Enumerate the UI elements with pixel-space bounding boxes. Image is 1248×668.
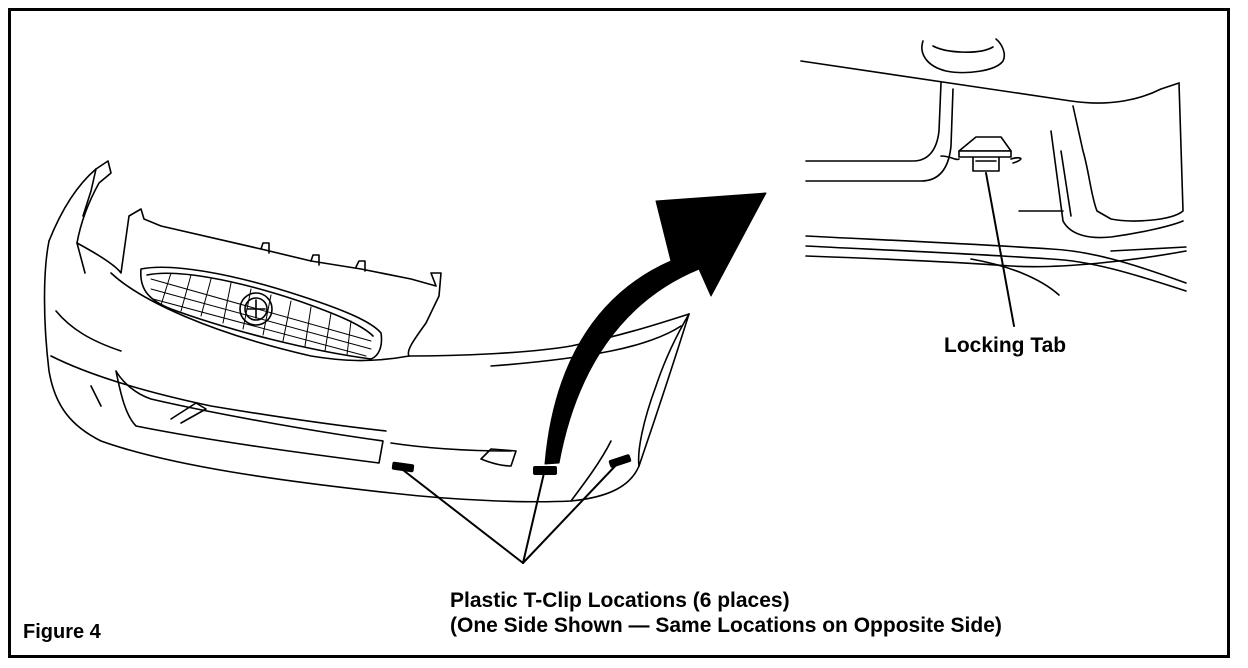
clip-leader-lines [402,461,620,564]
figure-frame: Locking Tab Plastic T-Clip Locations (6 … [8,8,1230,658]
inset-detail [800,38,1187,327]
technical-illustration [43,38,1187,564]
locking-tab-label: Locking Tab [944,334,1067,357]
clip-locations-note: (One Side Shown — Same Locations on Oppo… [450,614,1002,637]
figure-caption: Figure 4 [23,621,101,643]
clip-locations-label: Plastic T-Clip Locations (6 places) [450,589,790,612]
bumper-cover [43,160,690,503]
zoom-arrow-icon [544,192,767,465]
t-clip-markers [391,454,632,475]
